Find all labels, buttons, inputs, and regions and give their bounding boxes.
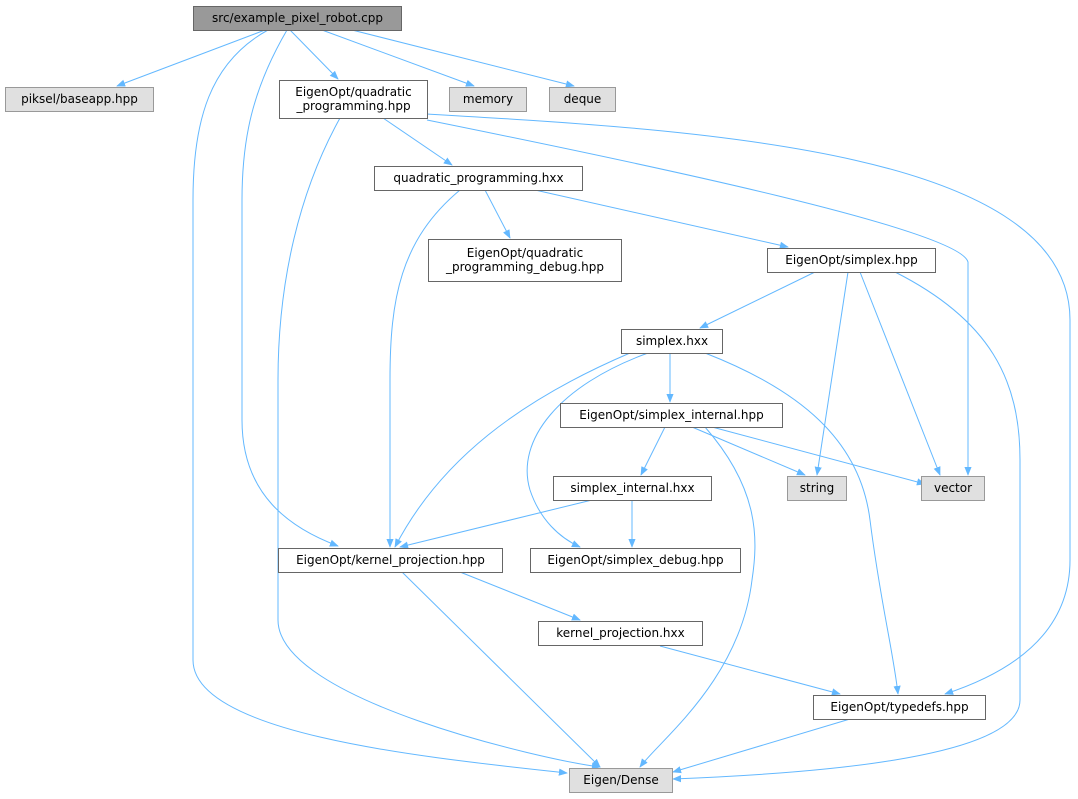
edge-simplex_hpp-to-dense [672, 271, 1021, 783]
node-root: src/example_pixel_robot.cpp [193, 6, 402, 31]
node-baseapp: piksel/baseapp.hpp [5, 87, 154, 112]
edges [116, 29, 1071, 783]
edge-simplex_hpp-to-vector [859, 271, 941, 476]
edge-simplex_hpp-to-string [814, 271, 849, 476]
node-label: EigenOpt/quadratic [295, 85, 411, 99]
node-label: string [800, 481, 834, 495]
node-box [569, 768, 673, 793]
node-simplex_hpp[interactable]: EigenOpt/simplex.hpp [767, 248, 936, 273]
edge-simplex_internal_hpp-to-vector [711, 426, 926, 486]
node-label: kernel_projection.hxx [556, 626, 685, 640]
edge-root-to-kernel_hpp [241, 29, 339, 547]
node-qp_hxx[interactable]: quadratic_programming.hxx [374, 166, 583, 191]
node-simplex_internal_hpp[interactable]: EigenOpt/simplex_internal.hpp [560, 403, 783, 428]
node-label: vector [934, 481, 972, 495]
edge-simplex_hxx-to-typedefs [704, 352, 901, 695]
node-box [560, 403, 783, 428]
node-box [428, 239, 622, 282]
edge-root-to-memory [321, 29, 475, 87]
nodes: src/example_pixel_robot.cpp piksel/baseap… [5, 6, 986, 793]
node-vector: vector [921, 476, 985, 501]
node-label: Eigen/Dense [583, 773, 658, 787]
edge-root-to-dense [192, 29, 568, 776]
edge-qp_hxx-to-kernel_hpp [386, 189, 461, 548]
node-box [374, 166, 583, 191]
node-label: piksel/baseapp.hpp [21, 92, 138, 106]
edge-simplex_hxx-to-kernel_hpp [394, 352, 631, 548]
edge-root-to-baseapp [116, 29, 266, 87]
edge-qp_hpp-to-qp_hxx [382, 117, 453, 166]
edge-simplex_internal_hpp-to-string [691, 426, 806, 476]
edge-qp_hpp-to-typedefs [426, 113, 1071, 695]
node-box [278, 548, 503, 573]
node-label: EigenOpt/simplex_debug.hpp [547, 553, 723, 567]
node-kernel_hxx[interactable]: kernel_projection.hxx [538, 621, 703, 646]
edge-qp_hpp-to-dense [277, 117, 601, 770]
node-box [549, 87, 616, 112]
node-box [621, 329, 723, 354]
node-label: EigenOpt/kernel_projection.hpp [296, 553, 485, 567]
edge-simplex_internal_hpp-to-dense [639, 426, 756, 768]
edge-typedefs-to-dense [672, 718, 851, 774]
node-qp_hpp[interactable]: EigenOpt/quadratic_programming.hpp [279, 80, 428, 119]
node-box [193, 6, 402, 31]
edge-root-to-qp_hpp [289, 29, 339, 80]
node-label: EigenOpt/simplex_internal.hpp [579, 408, 764, 422]
node-box [787, 476, 847, 501]
node-box [449, 87, 527, 112]
node-simplex_internal_hxx[interactable]: simplex_internal.hxx [553, 476, 712, 501]
node-kernel_hpp[interactable]: EigenOpt/kernel_projection.hpp [278, 548, 503, 573]
node-box [530, 548, 741, 573]
node-box [767, 248, 936, 273]
node-simplex_hxx[interactable]: simplex.hxx [621, 329, 723, 354]
node-qp_debug[interactable]: EigenOpt/quadratic_programming_debug.hpp [428, 239, 622, 282]
edge-simplex_internal_hpp-to-simplex_internal_hxx [640, 426, 666, 476]
node-label: memory [463, 92, 513, 106]
node-label: _programming.hpp [295, 99, 410, 113]
node-box [553, 476, 712, 501]
node-dense: Eigen/Dense [569, 768, 673, 793]
edge-root-to-deque [351, 29, 575, 88]
node-box [813, 695, 986, 720]
node-label: quadratic_programming.hxx [393, 171, 563, 185]
edge-kernel_hpp-to-kernel_hxx [459, 571, 581, 621]
node-label: EigenOpt/typedefs.hpp [830, 700, 968, 714]
edge-qp_hxx-to-simplex_hpp [534, 189, 789, 249]
node-label: simplex.hxx [636, 334, 708, 348]
node-string: string [787, 476, 847, 501]
node-label: src/example_pixel_robot.cpp [212, 11, 383, 25]
node-deque: deque [549, 87, 616, 112]
edge-kernel_hpp-to-dense [401, 571, 601, 768]
node-label: deque [564, 92, 602, 106]
edge-kernel_hxx-to-typedefs [659, 645, 841, 696]
edge-simplex_hpp-to-simplex_hxx [699, 271, 816, 329]
node-box [538, 621, 703, 646]
node-label: EigenOpt/simplex.hpp [785, 253, 918, 267]
node-typedefs[interactable]: EigenOpt/typedefs.hpp [813, 695, 986, 720]
edge-qp_hxx-to-qp_debug [484, 189, 511, 239]
node-memory: memory [449, 87, 527, 112]
edge-simplex_internal_hxx-to-kernel_hpp [399, 499, 593, 549]
node-label: _programming_debug.hpp [445, 260, 604, 274]
node-box [279, 80, 428, 119]
edge-qp_hpp-to-vector [426, 119, 972, 476]
node-label: simplex_internal.hxx [570, 481, 694, 495]
node-box [5, 87, 154, 112]
edge-simplex_hxx-to-simplex_debug [526, 352, 649, 548]
node-label: EigenOpt/quadratic [467, 246, 583, 260]
node-box [921, 476, 985, 501]
node-simplex_debug[interactable]: EigenOpt/simplex_debug.hpp [530, 548, 741, 573]
